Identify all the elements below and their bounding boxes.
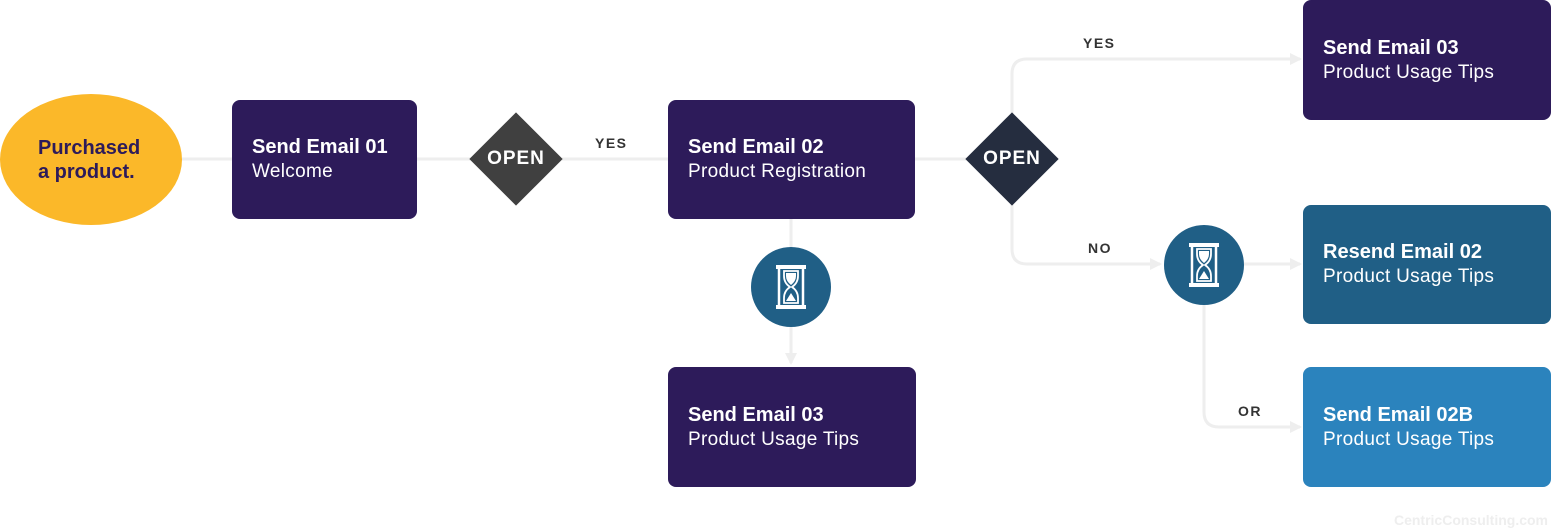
node-subtitle: Product Usage Tips — [1323, 61, 1495, 83]
node-title: Send Email 03 — [688, 403, 824, 426]
node-send-email-01: Send Email 01 Welcome — [232, 100, 417, 219]
edge-label-yes-2: YES — [1083, 35, 1116, 51]
node-title: Send Email 02B — [1323, 403, 1474, 426]
node-send-email-03-top: Send Email 03 Product Usage Tips — [1303, 0, 1551, 120]
node-send-email-02b: Send Email 02B Product Usage Tips — [1303, 367, 1551, 487]
node-title: Resend Email 02 — [1323, 241, 1482, 263]
node-title: Send Email 03 — [1323, 36, 1459, 59]
hourglass-icon — [1189, 243, 1219, 287]
decision-open-1: OPEN — [469, 112, 563, 206]
node-send-email-02: Send Email 02 Product Registration — [668, 100, 915, 219]
decision-label: OPEN — [983, 148, 1041, 169]
wait-timer-2 — [1164, 225, 1244, 305]
node-subtitle: Welcome — [252, 161, 333, 182]
node-send-email-03-bottom: Send Email 03 Product Usage Tips — [668, 367, 916, 487]
node-resend-email-02: Resend Email 02 Product Usage Tips — [1303, 205, 1551, 324]
node-subtitle: Product Registration — [688, 161, 867, 182]
edge-label-yes-1: YES — [595, 135, 628, 151]
node-subtitle: Product Usage Tips — [688, 428, 860, 450]
watermark-credit: CentricConsulting.com — [1393, 512, 1548, 528]
node-subtitle: Product Usage Tips — [1323, 428, 1495, 450]
node-title: Send Email 01 — [252, 136, 388, 158]
line-timer2-or-to-email02b — [1202, 305, 1302, 433]
decision-label: OPEN — [487, 148, 545, 169]
hourglass-icon — [776, 265, 806, 309]
start-node-purchased: Purchased a product. — [0, 94, 182, 225]
decision-open-2: OPEN — [965, 112, 1059, 206]
line-open2-no-to-timer2 — [1010, 204, 1162, 270]
edge-label-or: OR — [1238, 403, 1262, 419]
line-open2-yes-to-email03-top — [1010, 53, 1302, 114]
edge-label-no: NO — [1088, 240, 1112, 256]
node-title: Send Email 02 — [688, 136, 824, 158]
node-subtitle: Product Usage Tips — [1323, 266, 1495, 287]
start-label: Purchased a product. — [38, 136, 141, 183]
wait-timer-1 — [751, 247, 831, 327]
